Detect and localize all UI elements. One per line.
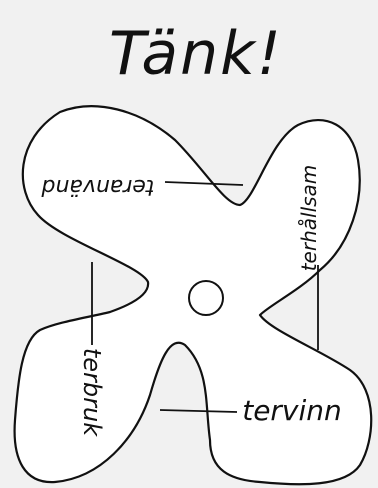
label-top-right: terhållsam [297,165,321,272]
diagram-title: Tänk! [109,19,283,89]
label-top-left: teranvänd [40,174,154,199]
label-bottom-left: terbruk [78,348,106,437]
label-bottom-right: tervinn [242,394,342,427]
center-circle [189,281,223,315]
